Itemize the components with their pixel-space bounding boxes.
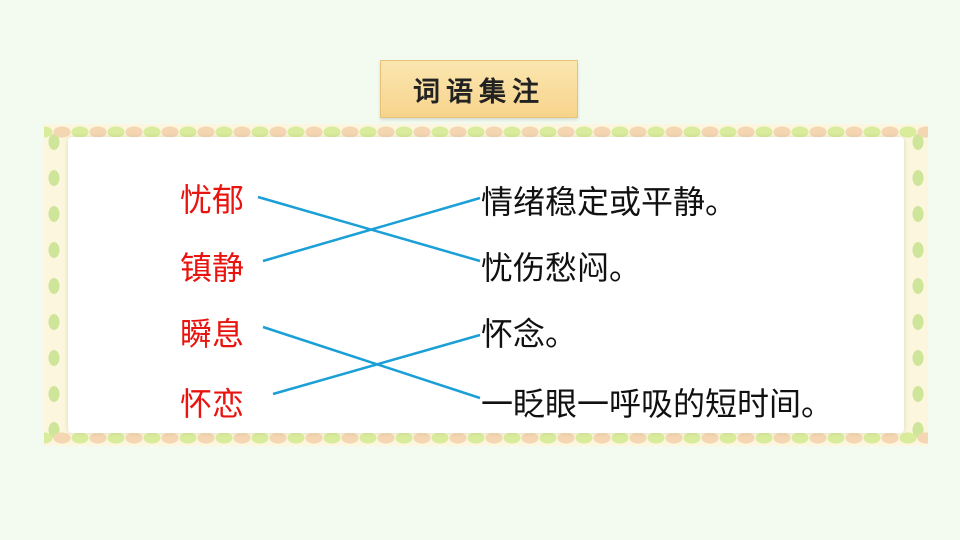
content-panel (68, 137, 904, 433)
term-3: 瞬息 (180, 315, 245, 353)
term-1: 忧郁 (180, 181, 245, 219)
definition-1: 情绪稳定或平静。 (481, 183, 738, 221)
page-title: 词语集注 (413, 76, 545, 108)
term-4: 怀恋 (180, 385, 245, 423)
title-banner: 词语集注 (380, 60, 578, 118)
match-line-4 (272, 333, 481, 396)
definition-4: 一眨眼一呼吸的短时间。 (481, 385, 834, 423)
definition-2: 忧伤愁闷。 (481, 249, 642, 287)
match-line-2 (262, 196, 481, 263)
term-2: 镇静 (180, 249, 245, 287)
definition-3: 怀念。 (481, 315, 578, 353)
match-line-3 (262, 325, 481, 400)
